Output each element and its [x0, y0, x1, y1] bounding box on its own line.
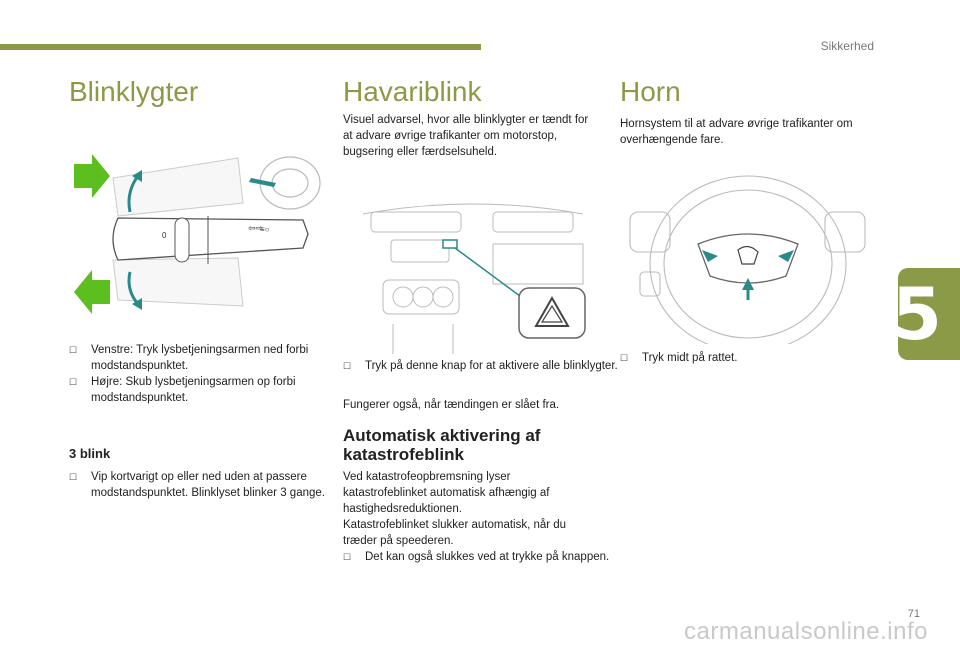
horn-title: Horn	[620, 76, 681, 107]
header-accent-bar	[0, 44, 481, 50]
stalk-pointer-icon	[249, 178, 276, 187]
horn-right-arrow-icon	[778, 250, 794, 262]
blink-bullet-right: Højre: Skub lysbetjeningsarmen op forbi …	[69, 374, 349, 406]
chapter-tab	[898, 268, 960, 360]
hazard-note: Fungerer også, når tændingen er slået fr…	[343, 399, 560, 411]
svg-text:≡○: ≡○	[260, 225, 270, 234]
page-number: 71	[907, 608, 920, 620]
blink-bullet-left: Venstre: Tryk lysbetjeningsarmen ned for…	[69, 342, 349, 374]
horn-intro: Hornsystem til at advare øvrige trafikan…	[620, 118, 853, 146]
right-arrow-icon	[74, 154, 110, 198]
section-label: Sikkerhed	[820, 39, 874, 53]
stalk-illustration: 0 ⇦⇨ ≡○	[74, 154, 321, 314]
hazard-triangle-icon	[534, 295, 570, 327]
auto-hazard-title: Automatisk aktivering af katastrofeblink	[343, 426, 541, 464]
horn-left-arrow-icon	[702, 250, 718, 262]
hazard-intro: Visuel advarsel, hvor alle blinklygter e…	[343, 114, 589, 158]
horn-bullet: Tryk midt på rattet.	[620, 350, 898, 366]
auto-hazard-bullet: Det kan også slukkes ved at trykke på kn…	[343, 549, 621, 565]
horn-illustration	[620, 172, 874, 344]
svg-text:0: 0	[162, 231, 167, 240]
three-blink-bullet: Vip kortvarigt op eller ned uden at pass…	[69, 469, 349, 501]
left-arrow-icon	[74, 270, 110, 314]
three-blink-title: 3 blink	[69, 446, 111, 461]
svg-text:⇦⇨: ⇦⇨	[248, 223, 264, 233]
chapter-number: 5	[891, 272, 942, 356]
down-arrow-icon	[132, 298, 142, 310]
hazard-bullet: Tryk på denne knap for at aktivere alle …	[343, 358, 621, 374]
watermark: carmanualsonline.info	[684, 618, 928, 645]
horn-up-arrow-icon	[742, 278, 754, 290]
up-arrow-icon	[132, 170, 142, 182]
auto-hazard-text: Ved katastrofeopbremsning lyser katastro…	[343, 471, 550, 515]
brand-lion-icon	[737, 245, 759, 265]
auto-hazard-text2: Katastrofeblinket slukker automatisk, nå…	[343, 519, 567, 547]
hazard-illustration	[343, 184, 599, 354]
blink-title: Blinklygter	[69, 76, 199, 107]
hazard-title: Havariblink	[343, 76, 482, 107]
